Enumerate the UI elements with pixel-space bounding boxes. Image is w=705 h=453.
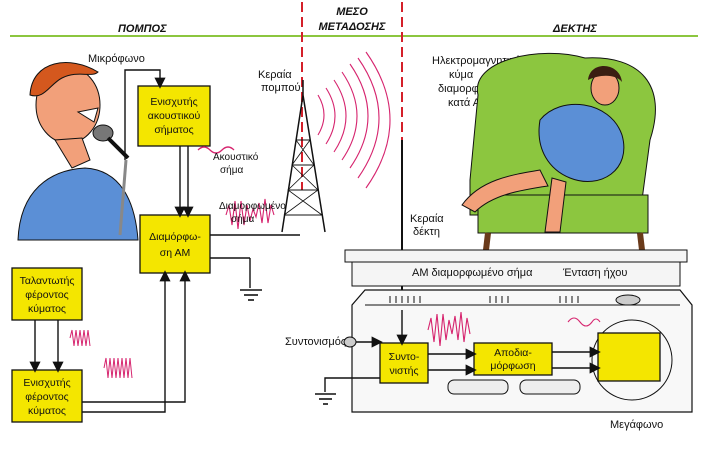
- transmitter-wiring: [29, 69, 300, 413]
- acoustic-signal-wave: [197, 146, 235, 154]
- section-transmitter: ΠΟΜΠΟΣ: [118, 23, 167, 35]
- speaker-cone-icon: [591, 319, 673, 401]
- carrier-amp-line1: Ενισχυτής: [23, 377, 70, 389]
- microphone: Μικρόφωνο: [88, 53, 145, 236]
- oscillator-line1: Ταλαντωτής: [20, 275, 75, 287]
- microphone-label: Μικρόφωνο: [88, 53, 145, 65]
- speaker-label: Μεγάφωνο: [610, 419, 663, 431]
- modulated-signal-label-2: σήμα: [231, 213, 254, 225]
- demodulator-line2: μόρφωση: [490, 360, 535, 372]
- receiver-wiring: [315, 310, 601, 405]
- demodulator-line1: Αποδια-: [494, 347, 532, 359]
- rx-antenna-label-1: Κεραία: [410, 213, 444, 225]
- audio-output-wave: [567, 317, 601, 327]
- battery-icon-2: [519, 379, 581, 395]
- section-medium-line1: ΜΕΣΟ: [336, 6, 368, 18]
- audio-amp-line1: Ενισχυτής: [150, 96, 197, 108]
- em-wave-label-2: κύμα: [449, 69, 474, 81]
- carrier-oscillator-block: Ταλαντωτής φέροντος κύματος: [11, 267, 83, 321]
- carrier-amp-line3: κύματος: [28, 405, 66, 417]
- tuner-line2: νιστής: [389, 365, 418, 377]
- oscillator-line3: κύματος: [28, 303, 66, 315]
- carrier-amp-line2: φέροντος: [25, 391, 68, 403]
- oscillator-line2: φέροντος: [25, 289, 68, 301]
- transmitter-tower: [281, 80, 326, 233]
- listener-illustration: [461, 52, 656, 251]
- battery-icon: [447, 379, 509, 395]
- volume-knob-icon[interactable]: [615, 294, 641, 306]
- demodulator-block: Αποδια- μόρφωση: [473, 342, 553, 376]
- audio-amp-line2: ακουστικού: [148, 110, 201, 122]
- microphone-head-icon: [92, 124, 114, 142]
- received-am-wave: [427, 311, 471, 347]
- rx-antenna-label-2: δέκτη: [413, 226, 440, 238]
- am-modulator-block: Διαμόρφω- ση ΑΜ: [139, 214, 211, 274]
- audio-amp-line3: σήματος: [154, 124, 193, 136]
- volume-label: Ένταση ήχου: [562, 267, 627, 279]
- section-medium-line2: ΜΕΤΑΔΟΣΗΣ: [319, 21, 386, 33]
- carrier-amplifier-block: Ενισχυτής φέροντος κύματος: [11, 369, 83, 423]
- speaker-block: [597, 332, 661, 382]
- am-modulator-line2: ση ΑΜ: [160, 247, 190, 259]
- am-modulator-line1: Διαμόρφω-: [149, 231, 201, 243]
- carrier-wave-patterns: [69, 329, 133, 379]
- singer-illustration: [17, 62, 139, 241]
- em-wave-arcs: [317, 51, 391, 189]
- tx-antenna-label-1: Κεραία: [258, 69, 292, 81]
- am-signal-label: ΑΜ διαμορφωμένο σήμα: [412, 267, 533, 279]
- tx-antenna-label-2: πομπού: [261, 82, 300, 94]
- modulated-signal-label-1: Διαμορφωμένο: [219, 200, 286, 212]
- tuner-line1: Συντο-: [389, 351, 420, 363]
- section-receiver: ΔΕΚΤΗΣ: [552, 23, 597, 35]
- acoustic-signal-label-2: σήμα: [220, 164, 243, 176]
- audio-amplifier-block: Ενισχυτής ακουστικού σήματος: [137, 85, 211, 147]
- acoustic-signal-label-1: Ακουστικό: [213, 151, 259, 163]
- tuning-label: Συντονισμός: [285, 336, 346, 348]
- modulated-signal-wave: [225, 198, 275, 230]
- tuner-block: Συντο- νιστής: [379, 342, 429, 384]
- header: ΠΟΜΠΟΣ ΜΕΣΟ ΜΕΤΑΔΟΣΗΣ ΔΕΚΤΗΣ: [10, 6, 698, 37]
